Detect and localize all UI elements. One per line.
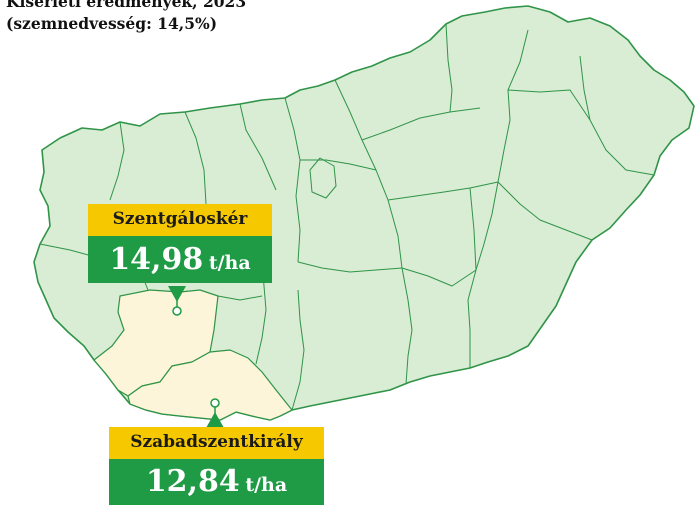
yield-value: 14,98: [109, 242, 204, 277]
callout-szentgaloskér: Szentgáloskér 14,98 t/ha: [88, 204, 272, 283]
yield-value-box: 12,84 t/ha: [109, 459, 324, 505]
map-title: Kísérleti eredmények, 2023: [6, 0, 247, 11]
pin-szabadszentkiraly: [206, 398, 224, 428]
yield-value-box: 14,98 t/ha: [88, 236, 272, 283]
yield-unit: t/ha: [245, 474, 288, 496]
yield-value: 12,84: [145, 464, 240, 499]
location-name-label: Szabadszentkirály: [109, 427, 324, 459]
callout-szabadszentkiraly: Szabadszentkirály 12,84 t/ha: [109, 427, 324, 505]
map-header: Kísérleti eredmények, 2023 (szemnedvessé…: [6, 0, 246, 35]
yield-unit: t/ha: [208, 252, 251, 274]
pin-szentgaloskér: [168, 286, 186, 316]
location-name-label: Szentgáloskér: [88, 204, 272, 236]
map-subtitle: (szemnedvesség: 14,5%): [6, 14, 218, 33]
county-highlight-south: [127, 349, 293, 421]
